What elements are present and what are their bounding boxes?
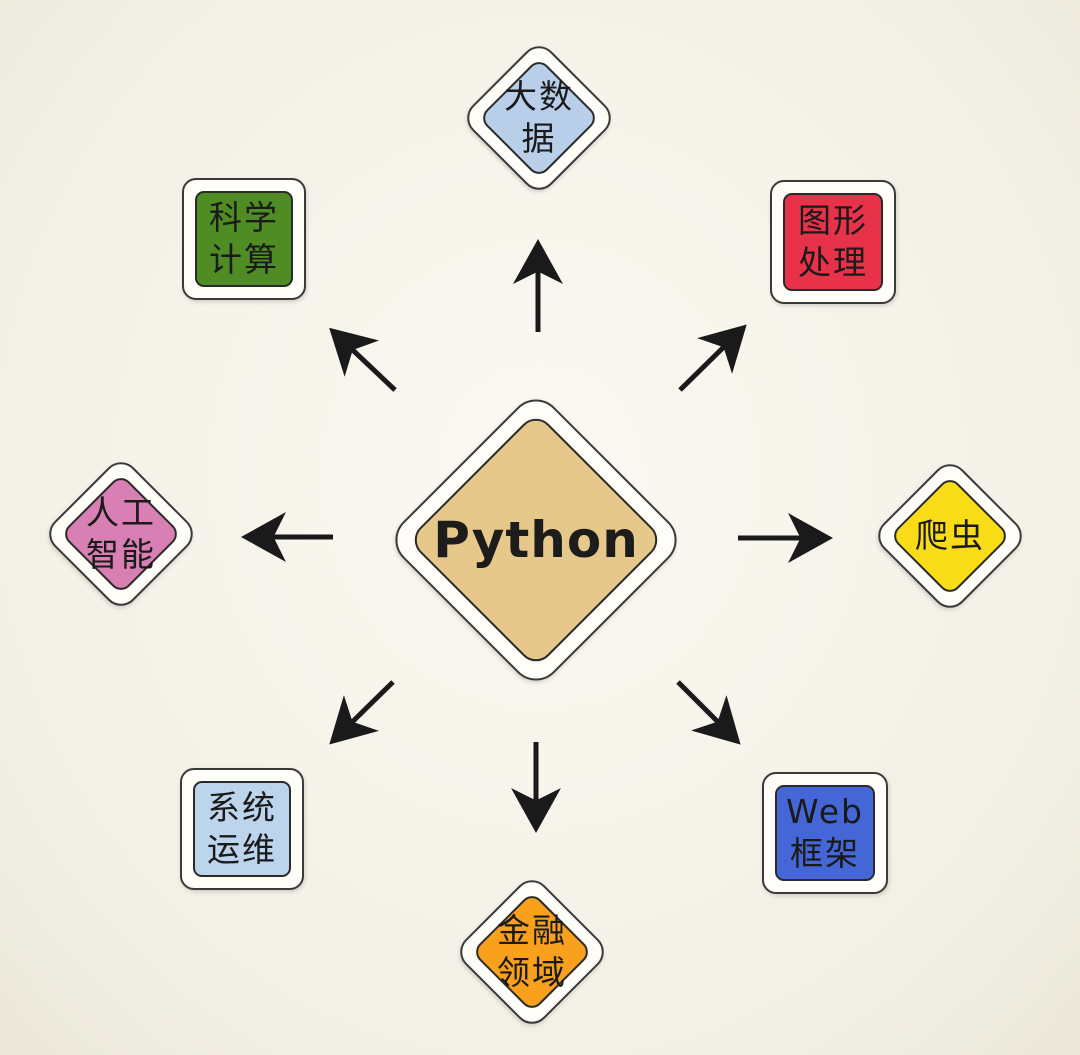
node-label: 爬虫 xyxy=(915,516,985,555)
arrow-to-sysops xyxy=(329,680,395,745)
node-fill xyxy=(783,193,883,291)
node-fill xyxy=(195,191,293,287)
node-sysops: 系统运维 xyxy=(180,768,304,890)
node-sci-compute: 科学计算 xyxy=(182,178,306,300)
node-finance: 金融领域 xyxy=(452,872,612,1032)
node-graphics: 图形处理 xyxy=(770,180,896,304)
node-label: 科学计算 xyxy=(209,198,279,279)
node-fill xyxy=(775,785,875,881)
node-fill xyxy=(193,781,291,877)
node-label: 大数据 xyxy=(504,77,574,158)
node-big-data: 大数据 xyxy=(459,38,619,198)
center-python-label: Python xyxy=(433,511,639,569)
node-ai: 人工智能 xyxy=(41,454,201,614)
node-label: 图形处理 xyxy=(798,201,868,282)
node-label: 人工智能 xyxy=(86,493,156,574)
node-label: 系统运维 xyxy=(207,788,277,869)
arrow-to-web-framework xyxy=(676,680,741,745)
arrow-to-sci-compute xyxy=(329,327,397,392)
node-label: 金融领域 xyxy=(497,911,567,992)
center-python-node: Python xyxy=(384,388,688,692)
node-crawler: 爬虫 xyxy=(870,456,1030,616)
arrow-to-graphics xyxy=(678,324,747,392)
